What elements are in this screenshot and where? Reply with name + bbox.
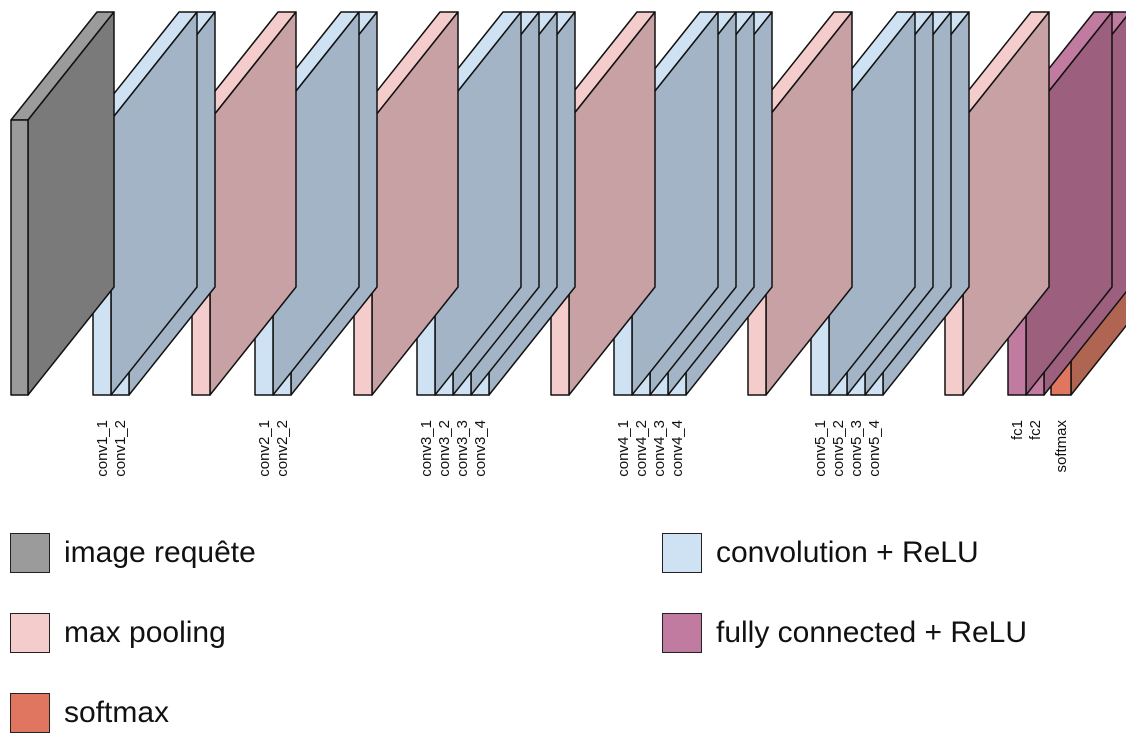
layer-label-conv3_2: conv3_2 [436,420,453,477]
layer-label-conv2_1: conv2_1 [256,420,273,477]
legend-pool: max pooling [10,613,226,653]
layer-label-conv2_2: conv2_2 [274,420,291,477]
layer-label-conv4_4: conv4_4 [669,420,686,477]
legend-softmax: softmax [10,693,169,733]
layer-label-conv4_2: conv4_2 [633,420,650,477]
layer-conv1_1 [92,11,198,396]
legend-fc-label: fully connected + ReLU [716,616,1028,649]
legend-conv-swatch [662,533,702,573]
legend-softmax-swatch [10,693,50,733]
layer-label-conv3_4: conv3_4 [472,420,489,477]
layer-label-fc2: fc2 [1027,420,1044,440]
layer-label-fc1: fc1 [1009,420,1026,440]
layer-label-softmax: softmax [1053,420,1070,473]
legend-conv: convolution + ReLU [662,533,979,573]
layer-label-conv5_3: conv5_3 [848,420,865,477]
legend-input-swatch [10,533,50,573]
layer-label-conv3_1: conv3_1 [418,420,435,477]
legend-conv-label: convolution + ReLU [716,536,979,569]
layer-conv1_1-side-face [110,11,198,396]
layer-label-conv5_2: conv5_2 [830,420,847,477]
legend-pool-label: max pooling [64,616,226,649]
layer-label-conv1_1: conv1_1 [94,420,111,477]
legend-input-label: image requête [64,536,256,569]
legend-input: image requête [10,533,256,573]
legend-softmax-label: softmax [64,696,170,729]
layer-input-0 [10,11,115,396]
layer-label-conv5_4: conv5_4 [866,420,883,477]
legend-fc: fully connected + ReLU [662,613,1027,653]
legend-fc-swatch [662,613,702,653]
layer-label-conv3_3: conv3_3 [454,420,471,477]
layer-label-conv1_2: conv1_2 [112,420,129,477]
layer-label-conv5_1: conv5_1 [812,420,829,477]
legend-pool-swatch [10,613,50,653]
layer-label-conv4_1: conv4_1 [615,420,632,477]
layer-input-0-front-face [10,119,29,396]
layer-label-conv4_3: conv4_3 [651,420,668,477]
